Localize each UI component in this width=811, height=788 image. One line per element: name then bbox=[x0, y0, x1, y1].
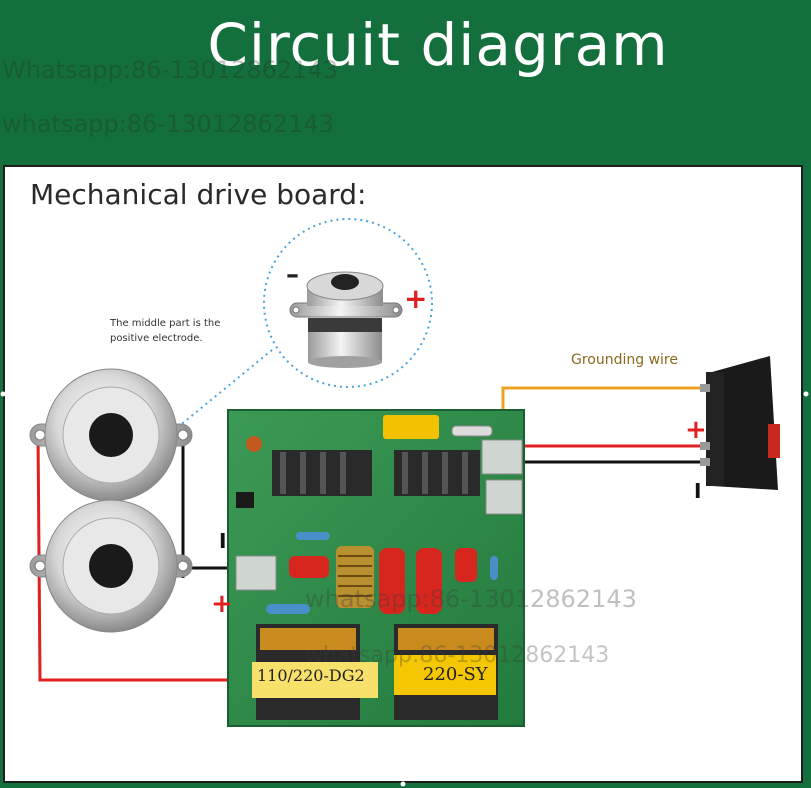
plus-sign: + bbox=[211, 589, 233, 619]
transformer-label: 220-SY bbox=[423, 664, 488, 685]
zoom-circle bbox=[263, 218, 433, 388]
neutral-sign: I bbox=[694, 479, 701, 503]
electrode-note: The middle part is the positive electrod… bbox=[110, 316, 220, 346]
transformer-label: 110/220-DG2 bbox=[257, 666, 365, 685]
edge-dot bbox=[803, 391, 809, 397]
grounding-wire bbox=[501, 386, 710, 442]
watermark-text: whatsapp:86-13012862143 bbox=[2, 110, 334, 138]
plus-sign: + bbox=[685, 415, 707, 445]
transducer-bottom bbox=[29, 499, 193, 633]
edge-dot bbox=[400, 781, 406, 787]
watermark-text: whatsapp:86-13012862143 bbox=[305, 643, 610, 668]
grounding-wire-label: Grounding wire bbox=[571, 352, 678, 368]
page-title: Circuit diagram bbox=[207, 11, 669, 79]
edge-dot bbox=[0, 391, 6, 397]
minus-sign: – bbox=[286, 260, 299, 290]
transducer-top bbox=[29, 368, 193, 502]
note-line: The middle part is the bbox=[110, 318, 221, 329]
watermark-text: whatsapp:86-13012862143 bbox=[305, 585, 637, 613]
section-heading: Mechanical drive board: bbox=[30, 178, 367, 211]
neutral-sign: I bbox=[219, 529, 226, 553]
drive-board-pcb bbox=[227, 409, 525, 727]
plus-sign: + bbox=[404, 282, 427, 315]
watermark-text: Whatsapp:86-13012862143 bbox=[2, 56, 338, 84]
transducer-closeup bbox=[289, 271, 403, 368]
note-line: positive electrode. bbox=[110, 333, 203, 344]
power-switch-socket bbox=[700, 356, 780, 490]
zoom-leader-line bbox=[149, 349, 273, 451]
header-banner bbox=[0, 0, 811, 165]
